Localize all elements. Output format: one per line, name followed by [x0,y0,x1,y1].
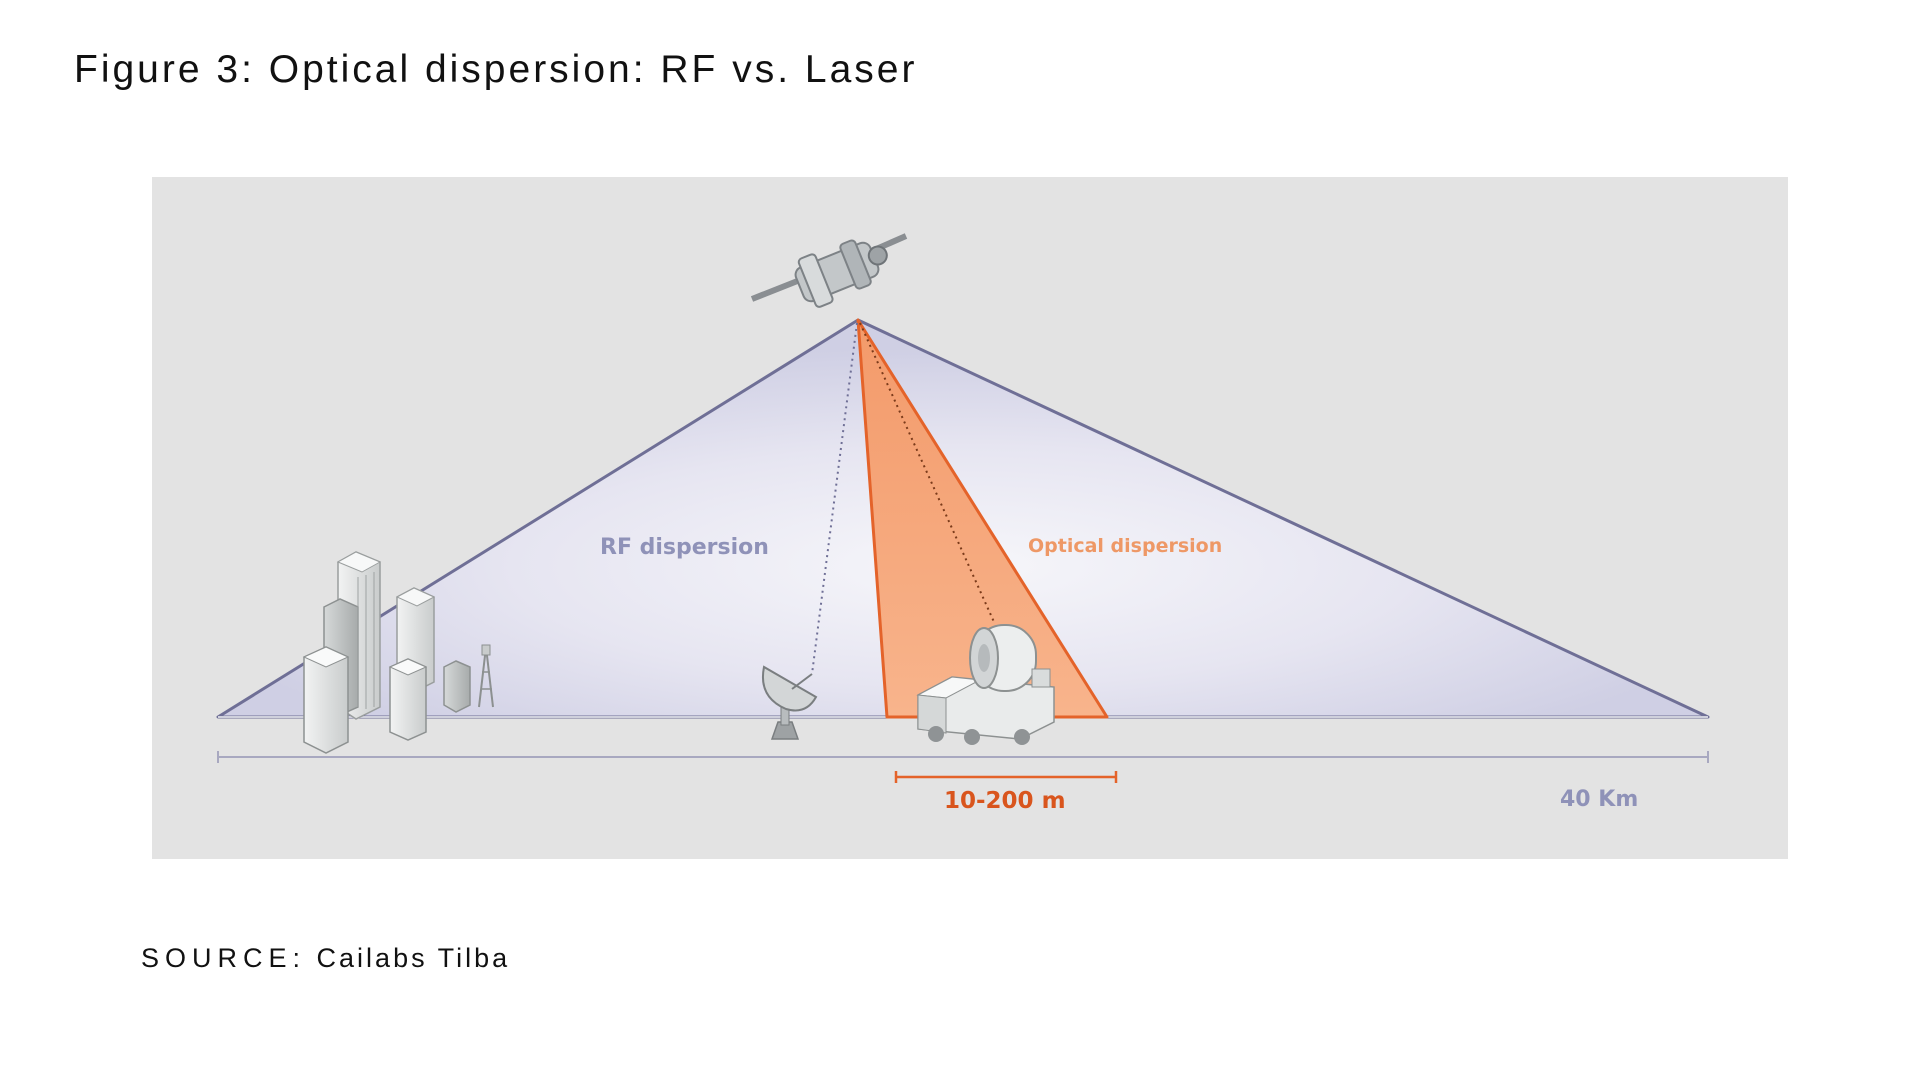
rf-span-label: 40 Km [1560,787,1638,812]
rf-dispersion-label: RF dispersion [600,535,769,560]
source-citation: SOURCE: Cailabs Tilba [141,943,510,974]
dispersion-diagram: RF dispersion Optical dispersion 10-200 … [216,233,1710,814]
optical-dispersion-label: Optical dispersion [1028,535,1222,557]
rf-span-scale [217,751,1709,763]
diagram-panel: RF dispersion Optical dispersion 10-200 … [152,177,1788,859]
optical-ground-station-truck-icon [916,624,1055,745]
source-label: SOURCE: [141,943,307,973]
optical-beam-dotted [859,322,995,623]
satellite-dish-icon [762,665,818,740]
city-buildings-icon [302,551,471,754]
satellite-icon [750,233,908,308]
optical-span-label: 10-200 m [944,788,1066,814]
rf-beam-dotted [811,322,858,675]
antenna-tower-icon [478,644,494,708]
figure-title: Figure 3: Optical dispersion: RF vs. Las… [74,48,918,91]
source-text: Cailabs Tilba [316,943,511,973]
optical-span-scale [894,771,1118,783]
